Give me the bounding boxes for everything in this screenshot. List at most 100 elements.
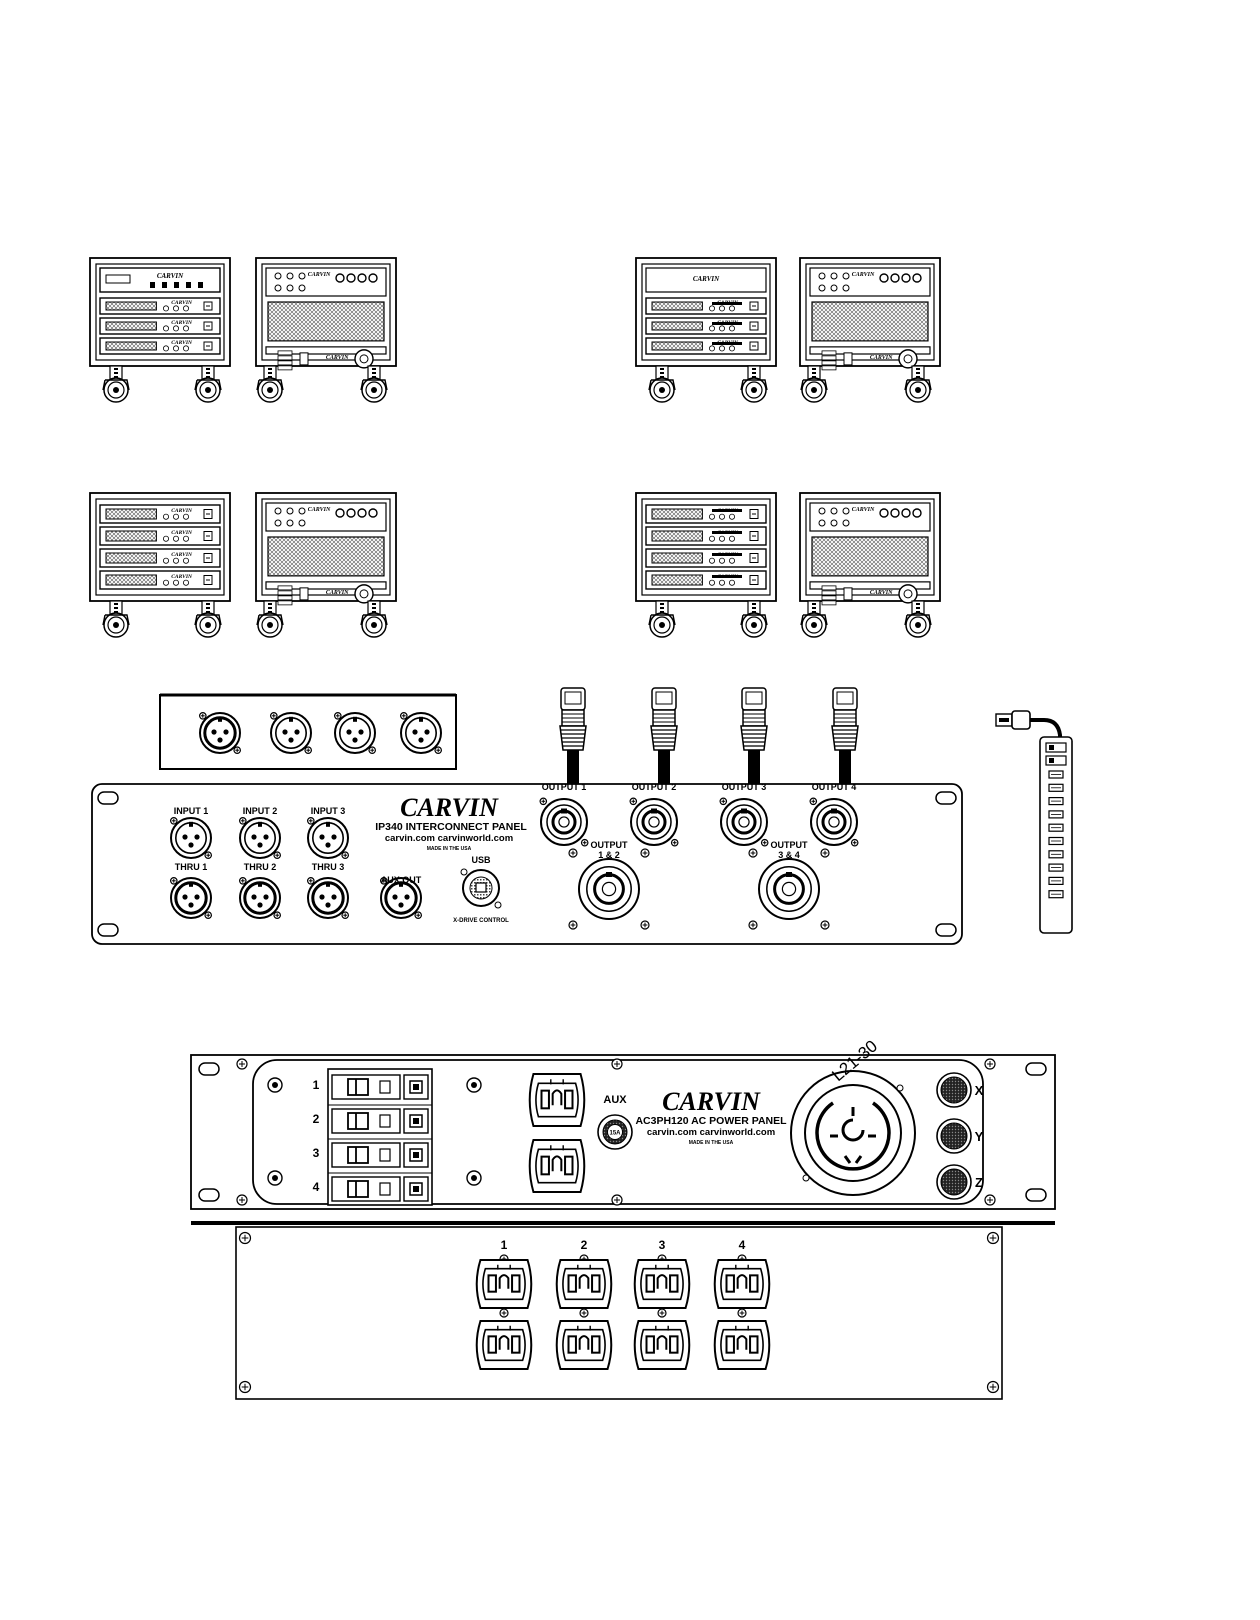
outlet-number: 4 [739, 1238, 746, 1252]
speakon-jack[interactable] [809, 797, 859, 847]
screw-icon [737, 1308, 747, 1318]
amp-rack-rear: CARVIN CARVIN [799, 257, 941, 403]
caster-wheel-icon [360, 365, 388, 403]
ip340-aux-out-label: AUX OUT [381, 875, 422, 885]
screw-icon [719, 797, 728, 806]
screw-icon [568, 848, 578, 858]
screw-icon [986, 1380, 1000, 1394]
speakon-plug-cable [650, 687, 678, 784]
speakon-jack[interactable] [539, 797, 589, 847]
ac-outlet[interactable] [475, 1320, 533, 1370]
mini-ip340-panel: CARVIN [809, 267, 931, 297]
screw-icon [657, 1308, 667, 1318]
xlr-male-jack[interactable] [199, 711, 242, 755]
amplifier-unit: CARVIN [645, 337, 767, 355]
xlr-female-jack[interactable] [306, 816, 350, 860]
xlr-female-jack[interactable] [399, 711, 443, 755]
usb-port[interactable] [1045, 755, 1067, 766]
ac-made: MADE IN THE USA [689, 1140, 734, 1146]
circuit-breaker-switch[interactable] [331, 1108, 401, 1134]
xlr-male-jack[interactable] [239, 876, 282, 920]
phase-label: Z [975, 1175, 983, 1190]
ac-aux-outlet[interactable] [528, 1073, 586, 1127]
xlr-female-jack[interactable] [170, 816, 213, 860]
screw-icon [629, 797, 638, 806]
breaker-reset-button[interactable] [403, 1176, 429, 1202]
xlr-male-jack[interactable] [306, 876, 350, 920]
amplifier-unit: CARVIN [645, 548, 767, 568]
ip340-interconnect-panel: CARVIN IP340 INTERCONNECT PANEL carvin.c… [91, 782, 963, 945]
xlr-female-jack[interactable] [239, 816, 282, 860]
amplifier-unit: CARVIN [645, 526, 767, 546]
usb-port[interactable] [1045, 742, 1067, 753]
fan-grille [267, 536, 385, 577]
outlet-number: 2 [581, 1238, 588, 1252]
screw-icon [748, 848, 758, 858]
outlet-number: 1 [501, 1238, 508, 1252]
breaker-number: 3 [313, 1146, 320, 1160]
ac-outlet[interactable] [713, 1259, 771, 1309]
ac-outlet[interactable] [555, 1259, 613, 1309]
breaker-reset-button[interactable] [403, 1074, 429, 1100]
amplifier-unit: CARVIN [645, 504, 767, 524]
rack-brand-label: CARVIN [852, 507, 875, 513]
mount-hole-icon [267, 1170, 283, 1186]
screw-icon [640, 848, 650, 858]
xlr-male-jack[interactable] [379, 876, 423, 920]
rack-brand-label: CARVIN [171, 300, 193, 306]
screw-icon [170, 816, 178, 825]
speakon-plug-cable [740, 687, 768, 784]
ac-urls: carvin.com carvinworld.com [647, 1127, 775, 1138]
aux-fuse-holder[interactable]: 15A [597, 1114, 633, 1150]
usb-b-connector[interactable] [460, 868, 502, 909]
xlr-male-jack[interactable] [170, 876, 213, 920]
breaker-reset-button[interactable] [403, 1142, 429, 1168]
screw-icon [984, 1194, 996, 1206]
phase-indicator-light [936, 1164, 972, 1200]
mount-hole-icon [466, 1077, 482, 1093]
caster-wheel-icon [194, 600, 222, 638]
caster-wheel-icon [800, 365, 828, 403]
speakon-8-pole-jack[interactable] [568, 848, 650, 930]
ac-outlet[interactable] [555, 1320, 613, 1370]
circuit-breaker-switch[interactable] [331, 1074, 401, 1100]
speakon-jack[interactable] [629, 797, 679, 847]
speakon-jack[interactable] [719, 797, 769, 847]
screw-icon [236, 1058, 248, 1070]
ac-aux-outlet[interactable] [528, 1139, 586, 1193]
ac-outlet[interactable] [475, 1259, 533, 1309]
screw-icon [539, 797, 548, 806]
ip340-model: IP340 INTERCONNECT PANEL [375, 821, 527, 833]
circuit-breaker-switch[interactable] [331, 1176, 401, 1202]
fan-grille [811, 301, 929, 342]
speakon-8-pole-jack[interactable] [748, 848, 830, 930]
amplifier-unit: CARVIN [99, 526, 221, 546]
xlr-female-jack[interactable] [269, 711, 313, 755]
screw-icon [239, 816, 247, 825]
rack-brand-label: CARVIN [693, 275, 720, 283]
controller-unit: CARVIN [99, 267, 221, 293]
ac-outlet[interactable] [633, 1320, 691, 1370]
ac-outlet[interactable] [633, 1259, 691, 1309]
amplifier-unit: CARVIN [99, 317, 221, 335]
breaker-reset-button[interactable] [403, 1108, 429, 1134]
usb-hub-body [1039, 736, 1073, 934]
rack-brand-label: CARVIN [870, 355, 893, 361]
xlr-female-jack[interactable] [333, 711, 377, 755]
screw-icon [809, 797, 818, 806]
caster-wheel-icon [194, 365, 222, 403]
output-label: OUTPUT 1 [542, 782, 587, 792]
amplifier-unit: CARVIN [99, 297, 221, 315]
ac-outlet[interactable] [713, 1320, 771, 1370]
circuit-breaker-switch[interactable] [331, 1142, 401, 1168]
panel-screws [236, 1058, 996, 1206]
amplifier-unit: CARVIN [99, 337, 221, 355]
phase-label: Y [975, 1129, 984, 1144]
ip340-usb-label: USB [471, 855, 491, 865]
